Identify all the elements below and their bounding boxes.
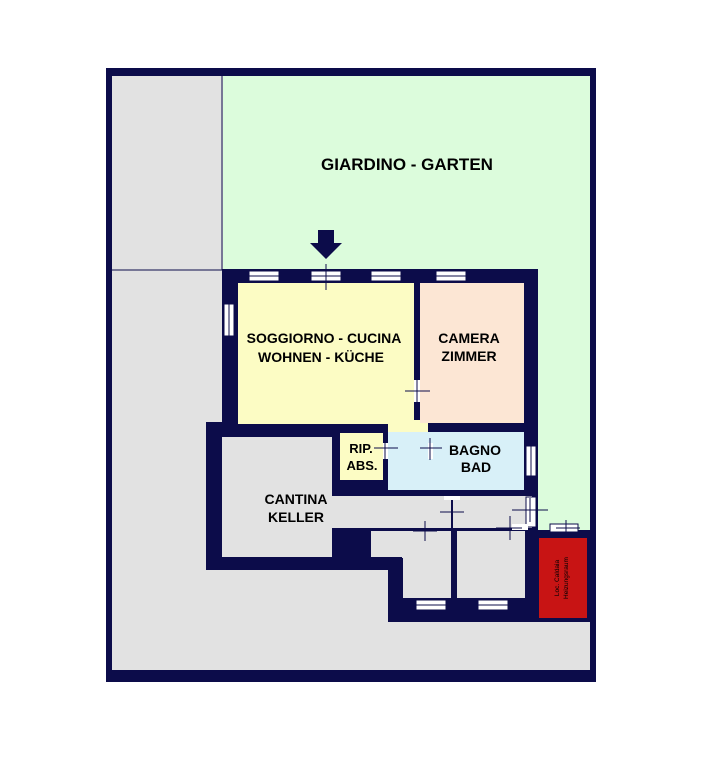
lower-room-left — [370, 531, 452, 558]
boiler-room-label-line2: Heizungsraum — [563, 557, 570, 599]
cellar-label-line2: KELLER — [268, 509, 324, 525]
cellar-floor — [222, 437, 332, 558]
garden-area — [223, 76, 590, 270]
bath-label-line1: BAGNO — [449, 442, 501, 458]
boiler-room-floor — [539, 538, 587, 618]
door-lower-2 — [512, 524, 528, 530]
storage-floor — [340, 433, 383, 480]
living-room-floor — [238, 283, 414, 424]
storage-label-line2: ABS. — [346, 458, 377, 473]
cellar-floor-extension — [332, 496, 532, 528]
lower-room-left-bottom — [402, 558, 452, 598]
storage-label-line1: RIP. — [349, 441, 373, 456]
living-room-label-line2: WOHNEN - KÜCHE — [258, 349, 384, 365]
garden-label: GIARDINO - GARTEN — [321, 155, 493, 174]
living-room-label-line1: SOGGIORNO - CUCINA — [247, 330, 402, 346]
cellar-label-line1: CANTINA — [265, 491, 328, 507]
bedroom-label-line2: ZIMMER — [441, 348, 496, 364]
bedroom-floor — [420, 283, 524, 423]
partition-lines — [222, 496, 525, 598]
boiler-room-label-line1: Loc. Caldaia — [554, 560, 561, 597]
arrow-down-icon — [310, 230, 342, 259]
window-small-right — [525, 496, 537, 528]
bedroom-label-line1: CAMERA — [438, 330, 499, 346]
window-sashes — [228, 275, 532, 606]
door-lower-1 — [444, 496, 460, 500]
door-markers — [311, 264, 580, 541]
bath-floor — [388, 432, 524, 490]
bath-label-line2: BAD — [461, 459, 491, 475]
garden-area-side — [537, 270, 590, 530]
lower-room-right — [457, 531, 525, 598]
